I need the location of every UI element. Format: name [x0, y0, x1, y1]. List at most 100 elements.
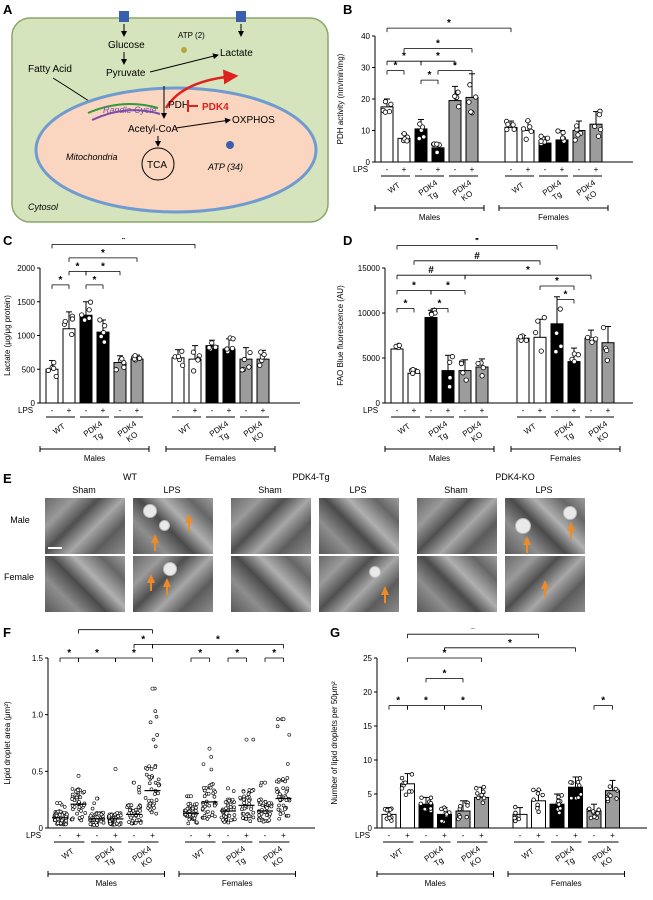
pdk4-label: PDK4 [202, 102, 229, 113]
data-point [596, 112, 602, 118]
significance-marker: * [132, 648, 136, 659]
lps-sign: + [442, 831, 447, 840]
lps-sign: - [590, 406, 593, 415]
data-point [285, 776, 290, 780]
data-point [205, 817, 210, 821]
y-tick-label: 1.0 [32, 711, 44, 720]
lps-sign: + [281, 831, 286, 840]
data-point [275, 790, 279, 794]
bar [555, 139, 569, 163]
em-arrow [151, 534, 159, 551]
data-point [556, 798, 561, 804]
data-point [447, 375, 453, 381]
data-point [194, 802, 199, 806]
data-point [80, 815, 85, 819]
bar [424, 317, 438, 404]
panel-letter-a: A [3, 2, 13, 17]
lps-sign: - [386, 165, 389, 174]
data-point [119, 356, 125, 362]
data-point [101, 820, 106, 825]
genotype-label-tg: Tg [432, 856, 445, 869]
bar [448, 100, 462, 163]
data-point [284, 790, 289, 794]
y-tick-label: 0 [39, 824, 44, 833]
data-point [156, 783, 161, 788]
data-point [249, 789, 254, 793]
em-ko-lps-female [504, 555, 586, 613]
lps-sign: - [556, 406, 559, 415]
significance-marker: * [235, 648, 239, 659]
data-point [242, 797, 246, 802]
significance-marker: * [198, 648, 202, 659]
data-point [58, 821, 63, 826]
data-point [69, 316, 76, 322]
significance-marker: # [428, 265, 434, 276]
data-point [191, 368, 197, 374]
data-point [88, 822, 93, 827]
data-point [535, 791, 541, 796]
significance-marker: * [101, 248, 105, 259]
data-point [538, 138, 544, 144]
data-point [417, 121, 423, 127]
bar [465, 96, 479, 163]
lps-sign: - [430, 406, 433, 415]
data-point [241, 789, 246, 794]
lps-sign: + [606, 406, 611, 415]
data-point [528, 128, 534, 134]
data-point [241, 812, 246, 816]
data-point [596, 807, 601, 812]
genotype-label-tg: Tg [218, 431, 231, 444]
data-point [179, 348, 185, 354]
lps-sign: - [85, 406, 88, 415]
lps-sign: - [59, 831, 62, 840]
bar [521, 130, 535, 163]
data-point [185, 806, 190, 811]
data-point [388, 101, 394, 107]
data-point [247, 798, 251, 803]
data-point [504, 126, 510, 133]
data-point [281, 803, 286, 808]
data-point [83, 811, 88, 815]
data-point [154, 811, 159, 816]
y-tick-label: 500 [22, 365, 36, 374]
data-point [277, 816, 282, 821]
y-tick-label: 10 [363, 756, 372, 765]
lps-sign: + [207, 831, 212, 840]
lps-sign: + [572, 406, 577, 415]
data-point [194, 809, 198, 813]
data-point [246, 792, 251, 796]
data-point [153, 765, 158, 770]
y-tick-label: 0 [368, 824, 373, 833]
genotype-label-wt: WT [520, 847, 535, 862]
y-axis-label: PDH activity (nm/min/mg) [336, 53, 345, 144]
data-point [553, 330, 560, 336]
data-point [251, 815, 256, 820]
data-point [241, 356, 247, 363]
data-point [202, 794, 207, 798]
data-point [246, 814, 251, 818]
data-point [86, 315, 92, 321]
data-point [265, 806, 269, 810]
genotype-label-tg: Tg [563, 431, 576, 444]
data-point [264, 813, 269, 817]
genotype-label-tg: Tg [234, 856, 247, 869]
genotype-label-tg: Tg [427, 190, 440, 203]
genotype-label-wt: WT [510, 181, 525, 196]
data-point [148, 720, 153, 725]
em-tg-sham-female [230, 555, 312, 613]
data-point [409, 772, 415, 777]
data-point [58, 809, 63, 814]
data-point [535, 318, 541, 324]
data-point [194, 805, 198, 810]
data-point [208, 785, 213, 790]
data-point [192, 816, 197, 821]
data-point [574, 123, 580, 129]
data-point [277, 803, 281, 808]
data-point [240, 807, 244, 812]
atp34-icon [226, 141, 234, 149]
significance-marker: * [443, 668, 447, 679]
data-point [480, 800, 486, 805]
genotype-label-wt: WT [522, 422, 537, 437]
data-point [410, 370, 416, 376]
significance-marker: * [564, 290, 568, 301]
